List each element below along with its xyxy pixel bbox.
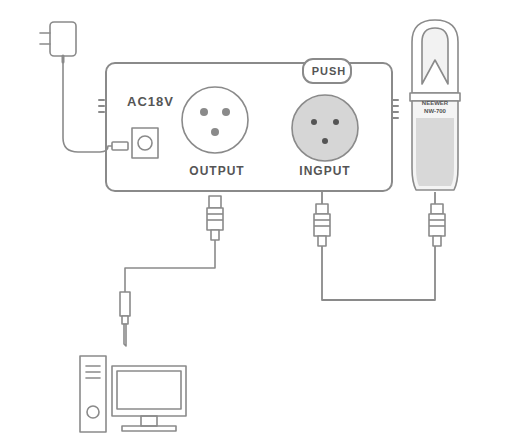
dc-jack: [132, 128, 158, 158]
monitor: [112, 366, 186, 416]
panel-label: OUTPUT: [189, 164, 244, 178]
jack-plug-body: [120, 292, 130, 316]
monitor-screen: [117, 371, 181, 409]
panel-label: AC18V: [127, 94, 174, 110]
audio-cable: [125, 240, 215, 292]
jack-plug-collar: [122, 316, 128, 324]
adapter-prong: [40, 32, 50, 34]
push-tab: PUSH: [302, 58, 352, 84]
panel-label: INGPUT: [299, 164, 350, 178]
panel-label: PUSH: [312, 65, 347, 78]
pc-drive: [86, 371, 100, 373]
monitor-base: [122, 426, 176, 431]
xlr-input-socket: [292, 95, 358, 161]
panel-label: NEEWER: [422, 100, 448, 107]
adapter-body: [50, 22, 76, 56]
dc-jack-hole: [138, 136, 152, 150]
pc-button: [87, 406, 99, 418]
microphone: NEEWERNW-700: [408, 18, 462, 192]
xlr-output-socket: [182, 87, 248, 153]
pc-drive: [86, 377, 100, 379]
monitor-neck: [141, 416, 157, 426]
pc-drive: [86, 365, 100, 367]
xlr-plug: [207, 196, 223, 240]
power-supply-box: AC18V OUTPUT INGPUT PUSH: [105, 62, 393, 192]
xlr-plug: [429, 204, 445, 246]
xlr-pins: [200, 108, 230, 136]
xlr-plug: [314, 204, 330, 246]
xlr-pins: [311, 119, 339, 144]
panel-label: NW-700: [424, 108, 446, 115]
adapter-prong: [40, 43, 50, 45]
adapter-neck: [62, 56, 65, 62]
power-plug: [112, 142, 128, 150]
pc-tower: [80, 356, 106, 432]
xlr-cable: [322, 192, 435, 300]
jack-plug-tip: [124, 324, 126, 346]
